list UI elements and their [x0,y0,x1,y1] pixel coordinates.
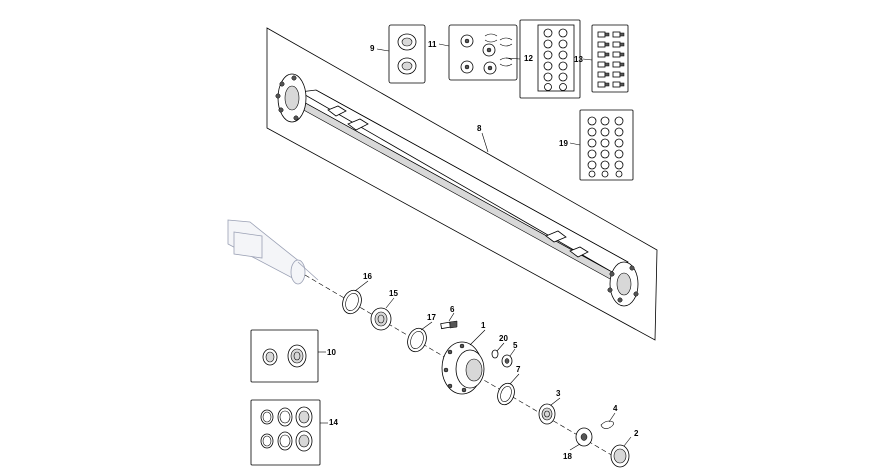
part-3-bearing [538,403,556,425]
callout-11: 11 [428,40,437,49]
axle-assembly-frame [266,27,658,341]
callout-10: 10 [327,348,336,357]
callout-3: 3 [556,389,561,398]
part-1-hub [441,341,485,395]
kit-19-nuts [587,116,624,178]
callout-16: 16 [363,272,372,281]
axle-beam [275,73,639,307]
part-18-castle-nut [575,427,593,447]
callout-6: 6 [450,305,455,314]
part-7-ring [497,382,515,406]
kit-13-studs [597,31,625,88]
part-17-seal-ring [407,327,427,353]
kit-11-nuts-pins [460,33,513,75]
callout-4: 4 [613,404,618,413]
kit-10-box [250,329,319,383]
callout-19: 19 [559,139,568,148]
part-15-bearing [370,307,392,331]
callout-7: 7 [516,365,521,374]
kit-9-box [388,24,426,84]
callout-20: 20 [499,334,508,343]
part-2-cap [610,444,630,468]
callout-9: 9 [370,44,375,53]
callout-8: 8 [477,124,482,133]
callout-5: 5 [513,341,518,350]
kit-12-inner [537,24,575,92]
part-4-cotter-pin [600,420,614,429]
kit-9-seals [397,33,417,75]
callout-13: 13 [574,55,583,64]
kit-14-box [250,399,321,466]
ghost-axle-spindle [227,219,319,285]
kit-12-nuts [543,28,568,91]
part-6-stud-bolt [440,320,458,330]
kit-11-box [448,24,518,81]
callout-1: 1 [481,321,486,330]
callout-12: 12 [524,54,533,63]
kit-13-box [591,24,629,93]
kit-10-bearings [262,344,307,368]
callout-2: 2 [634,429,639,438]
callout-14: 14 [329,418,338,427]
part-16-washer [342,289,362,315]
leader-lines [318,43,632,451]
callout-15: 15 [389,289,398,298]
kit-14-rings [260,406,313,452]
part-20-washer [491,349,499,359]
part-5-nut [501,354,513,368]
callout-18: 18 [563,452,572,461]
callout-17: 17 [427,313,436,322]
